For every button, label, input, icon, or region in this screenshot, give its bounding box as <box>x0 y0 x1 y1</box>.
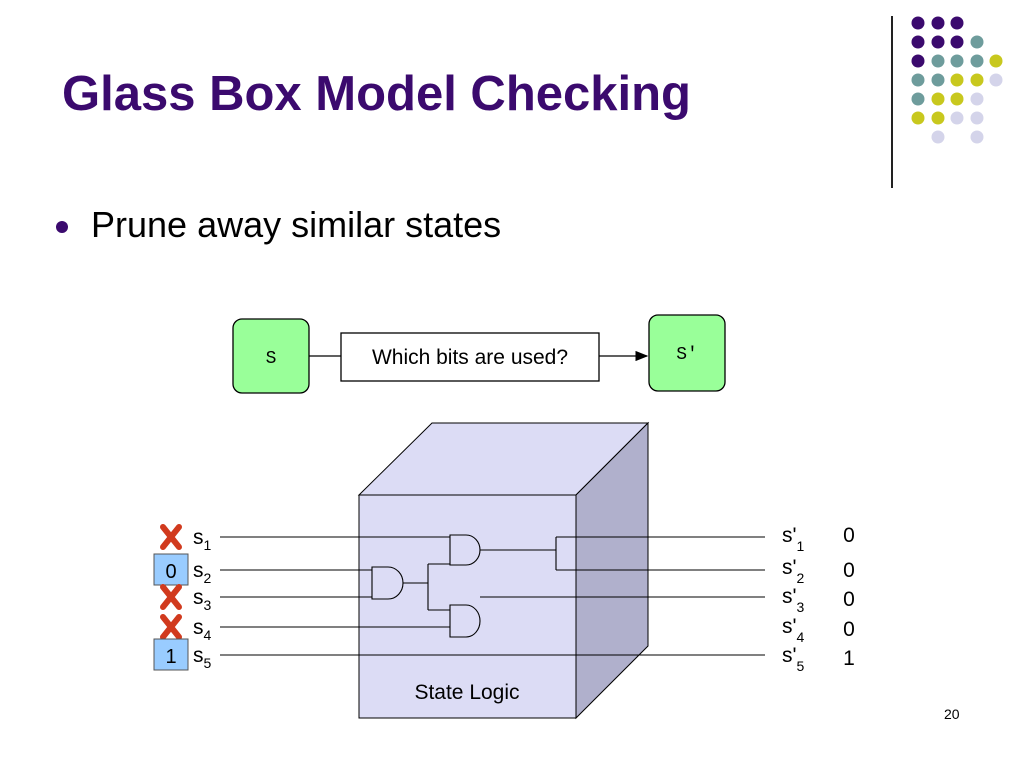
input-label-s3: s3 <box>193 586 212 613</box>
x-mark-icon <box>160 524 182 550</box>
bullet-icon <box>56 221 68 233</box>
kept-bit-box <box>153 638 189 671</box>
wire-gate1-out <box>480 537 557 570</box>
decorative-dot <box>950 111 964 125</box>
output-label-s-prime-2: s'2 <box>782 556 805 586</box>
input-label-s1: s1 <box>193 526 212 553</box>
x-mark-icon <box>160 614 182 640</box>
output-value: 0 <box>843 524 855 547</box>
output-value: 0 <box>843 618 855 641</box>
kept-bit-value: 0 <box>165 561 176 583</box>
input-label-s4: s4 <box>193 616 212 643</box>
question-box <box>340 332 600 382</box>
wire-gate2-out <box>403 563 450 611</box>
decorative-dot <box>931 16 945 30</box>
output-label-s-prime-3: s'3 <box>782 585 805 615</box>
decorative-dot <box>931 130 945 144</box>
page-number: 20 <box>944 706 960 722</box>
decorative-dot <box>931 111 945 125</box>
output-label-s-prime-1: s'1 <box>782 524 805 554</box>
and-gate-2 <box>371 566 404 600</box>
decorative-dot <box>911 16 925 30</box>
and-gate-1 <box>449 534 481 566</box>
decorative-dot <box>931 54 945 68</box>
input-label-s5: s5 <box>193 644 212 671</box>
output-value: 0 <box>843 559 855 582</box>
decorative-dot <box>931 73 945 87</box>
decorative-dot-grid <box>911 16 1003 144</box>
decorative-dot <box>950 54 964 68</box>
cube-label: State Logic <box>414 681 519 704</box>
decorative-dot <box>950 92 964 106</box>
kept-bit-box <box>153 553 189 586</box>
question-label: Which bits are used? <box>372 346 568 369</box>
decorative-dot <box>970 35 984 49</box>
decorative-dot <box>970 130 984 144</box>
decorative-dot <box>970 73 984 87</box>
header-divider <box>891 16 893 188</box>
output-label-s-prime-5: s'5 <box>782 644 805 674</box>
decorative-dot <box>931 92 945 106</box>
decorative-dot <box>950 35 964 49</box>
kept-bit-value: 1 <box>165 646 176 668</box>
output-label-s-prime-4: s'4 <box>782 615 805 645</box>
decorative-dot <box>970 111 984 125</box>
decorative-dot <box>911 111 925 125</box>
decorative-dot <box>911 35 925 49</box>
state-box-s-prime <box>648 314 726 392</box>
decorative-dot <box>950 16 964 30</box>
slide-title: Glass Box Model Checking <box>62 67 691 121</box>
decorative-dot <box>950 73 964 87</box>
decorative-dot <box>911 54 925 68</box>
output-signals: s'1 0 s'2 0 s'3 0 s'4 0 s'5 1 <box>782 524 855 674</box>
x-mark-icon <box>160 584 182 610</box>
bullet-text: Prune away similar states <box>91 204 502 245</box>
decorative-dot <box>911 92 925 106</box>
decorative-dot <box>989 54 1003 68</box>
output-value: 1 <box>843 647 855 670</box>
and-gate-3 <box>449 604 481 638</box>
input-label-s2: s2 <box>193 559 212 586</box>
decorative-dot <box>931 35 945 49</box>
state-box-s-label: S <box>266 349 277 369</box>
decorative-dot <box>911 73 925 87</box>
decorative-dot <box>970 92 984 106</box>
output-value: 0 <box>843 588 855 611</box>
signal-wires <box>220 536 765 656</box>
decorative-dot <box>970 54 984 68</box>
decorative-dot <box>989 73 1003 87</box>
state-box-s-prime-label: S' <box>676 345 698 365</box>
